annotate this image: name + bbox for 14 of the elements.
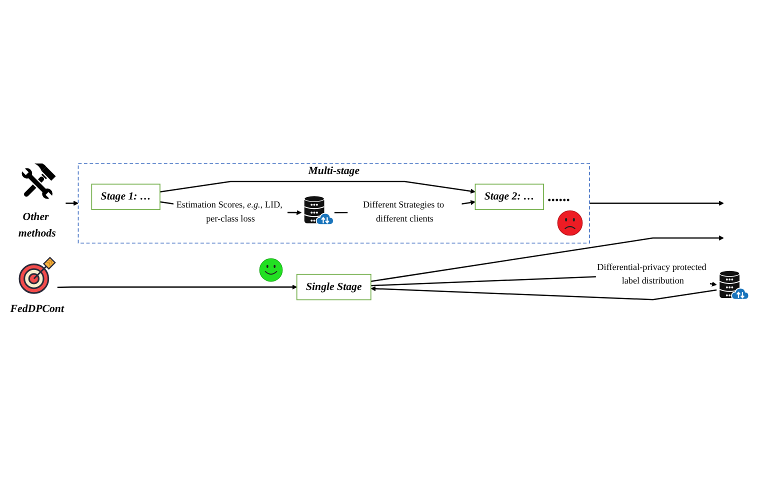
arrow bbox=[66, 200, 78, 206]
node-picture bbox=[301, 193, 334, 227]
arrow bbox=[370, 236, 724, 282]
arrow bbox=[57, 284, 298, 290]
arrow bbox=[590, 200, 724, 206]
node-box: Stage 1: … bbox=[91, 184, 160, 210]
node-box: Stage 2: … bbox=[474, 184, 544, 210]
ellipsis-text: ...... bbox=[548, 188, 570, 206]
node-box: Single Stage bbox=[296, 274, 372, 300]
arrow bbox=[160, 180, 476, 194]
edge-label: Different Strategies to different clients bbox=[363, 200, 444, 224]
edge-label: Differential-privacy protected label distribution bbox=[597, 262, 706, 286]
arrow bbox=[370, 286, 717, 300]
edge-label: Estimation Scores, e.g., LID, per-class loss bbox=[176, 200, 282, 224]
